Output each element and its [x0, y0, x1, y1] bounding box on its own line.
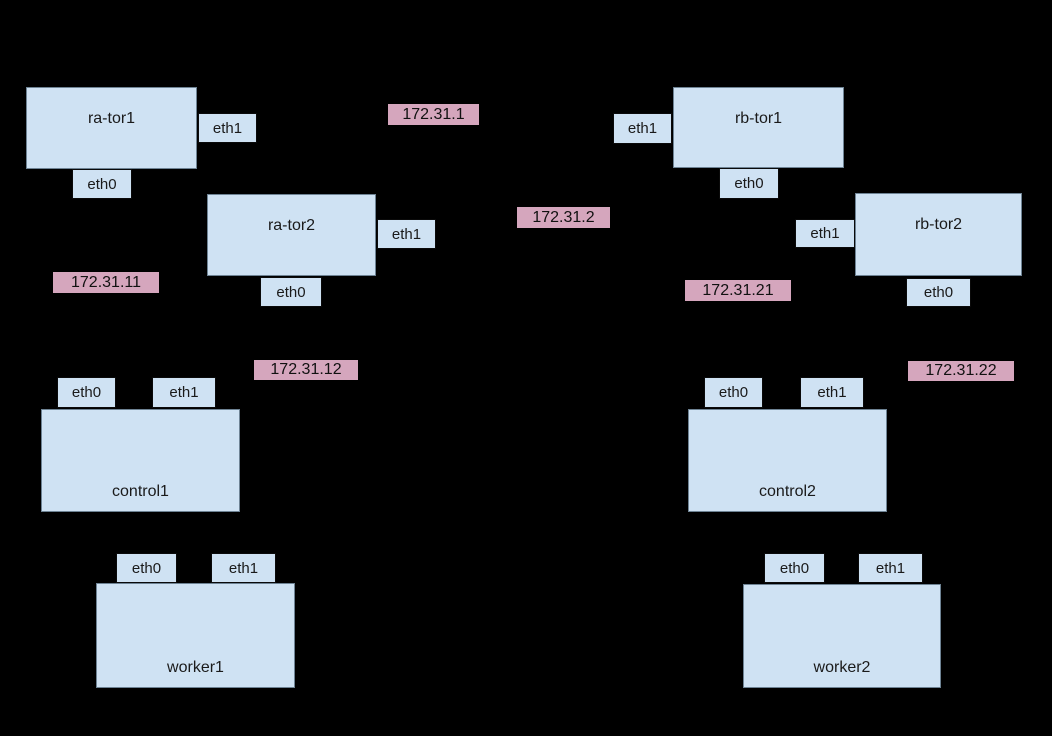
ip-label-172-31-1: 172.31.1 [388, 104, 479, 125]
node-ra-tor1: ra-tor1 [26, 87, 197, 169]
port-label: eth1 [212, 119, 243, 137]
node-label: control1 [112, 483, 169, 500]
port-label: eth0 [923, 284, 954, 301]
node-worker2: worker2 [743, 584, 941, 688]
port-label: eth0 [276, 283, 306, 301]
ip-label-172-31-21: 172.31.21 [685, 280, 791, 301]
port-worker1-eth0: eth0 [116, 553, 177, 583]
ip-text: 172.31.22 [925, 362, 997, 379]
port-ra-tor1-eth0: eth0 [72, 169, 132, 199]
port-label: eth0 [71, 384, 102, 401]
port-ra-tor2-eth1: eth1 [377, 219, 436, 249]
ip-label-172-31-22: 172.31.22 [908, 361, 1014, 381]
port-ra-tor1-eth1: eth1 [198, 113, 257, 143]
ip-text: 172.31.21 [702, 281, 774, 299]
port-control1-eth1: eth1 [152, 377, 216, 408]
ip-label-172-31-2: 172.31.2 [517, 207, 610, 228]
port-rb-tor2-eth1: eth1 [795, 219, 855, 248]
port-label: eth1 [875, 559, 906, 577]
node-control1: control1 [41, 409, 240, 512]
port-worker1-eth1: eth1 [211, 553, 276, 583]
node-label: ra-tor2 [267, 217, 316, 234]
node-label: worker2 [813, 659, 871, 676]
node-label: rb-tor1 [734, 110, 783, 127]
node-control2: control2 [688, 409, 887, 512]
port-label: eth1 [810, 225, 840, 242]
port-label: eth1 [627, 120, 658, 137]
port-label: eth0 [734, 175, 764, 192]
port-worker2-eth0: eth0 [764, 553, 825, 583]
port-control2-eth1: eth1 [800, 377, 864, 408]
port-label: eth1 [391, 225, 422, 243]
port-control2-eth0: eth0 [704, 377, 763, 408]
node-rb-tor1: rb-tor1 [673, 87, 844, 168]
node-worker1: worker1 [96, 583, 295, 688]
node-label: ra-tor1 [87, 110, 136, 127]
port-label: eth0 [131, 559, 162, 577]
port-label: eth0 [718, 384, 749, 401]
ip-text: 172.31.2 [532, 208, 595, 226]
port-control1-eth0: eth0 [57, 377, 116, 408]
port-label: eth1 [169, 384, 199, 401]
port-label: eth1 [817, 384, 847, 401]
port-label: eth0 [87, 175, 117, 193]
port-rb-tor2-eth0: eth0 [906, 278, 971, 307]
ip-text: 172.31.11 [71, 273, 141, 291]
port-rb-tor1-eth1: eth1 [613, 113, 672, 144]
node-label: control2 [759, 483, 816, 500]
port-ra-tor2-eth0: eth0 [260, 277, 322, 307]
node-ra-tor2: ra-tor2 [207, 194, 376, 276]
ip-label-172-31-11: 172.31.11 [53, 272, 159, 293]
port-worker2-eth1: eth1 [858, 553, 923, 583]
port-label: eth0 [779, 559, 810, 577]
port-label: eth1 [228, 559, 259, 577]
ip-text: 172.31.1 [402, 105, 465, 123]
port-rb-tor1-eth0: eth0 [719, 168, 779, 199]
ip-label-172-31-12: 172.31.12 [254, 360, 358, 380]
node-label: worker1 [167, 659, 224, 676]
ip-text: 172.31.12 [270, 361, 342, 378]
node-rb-tor2: rb-tor2 [855, 193, 1022, 276]
node-label: rb-tor2 [914, 216, 963, 233]
